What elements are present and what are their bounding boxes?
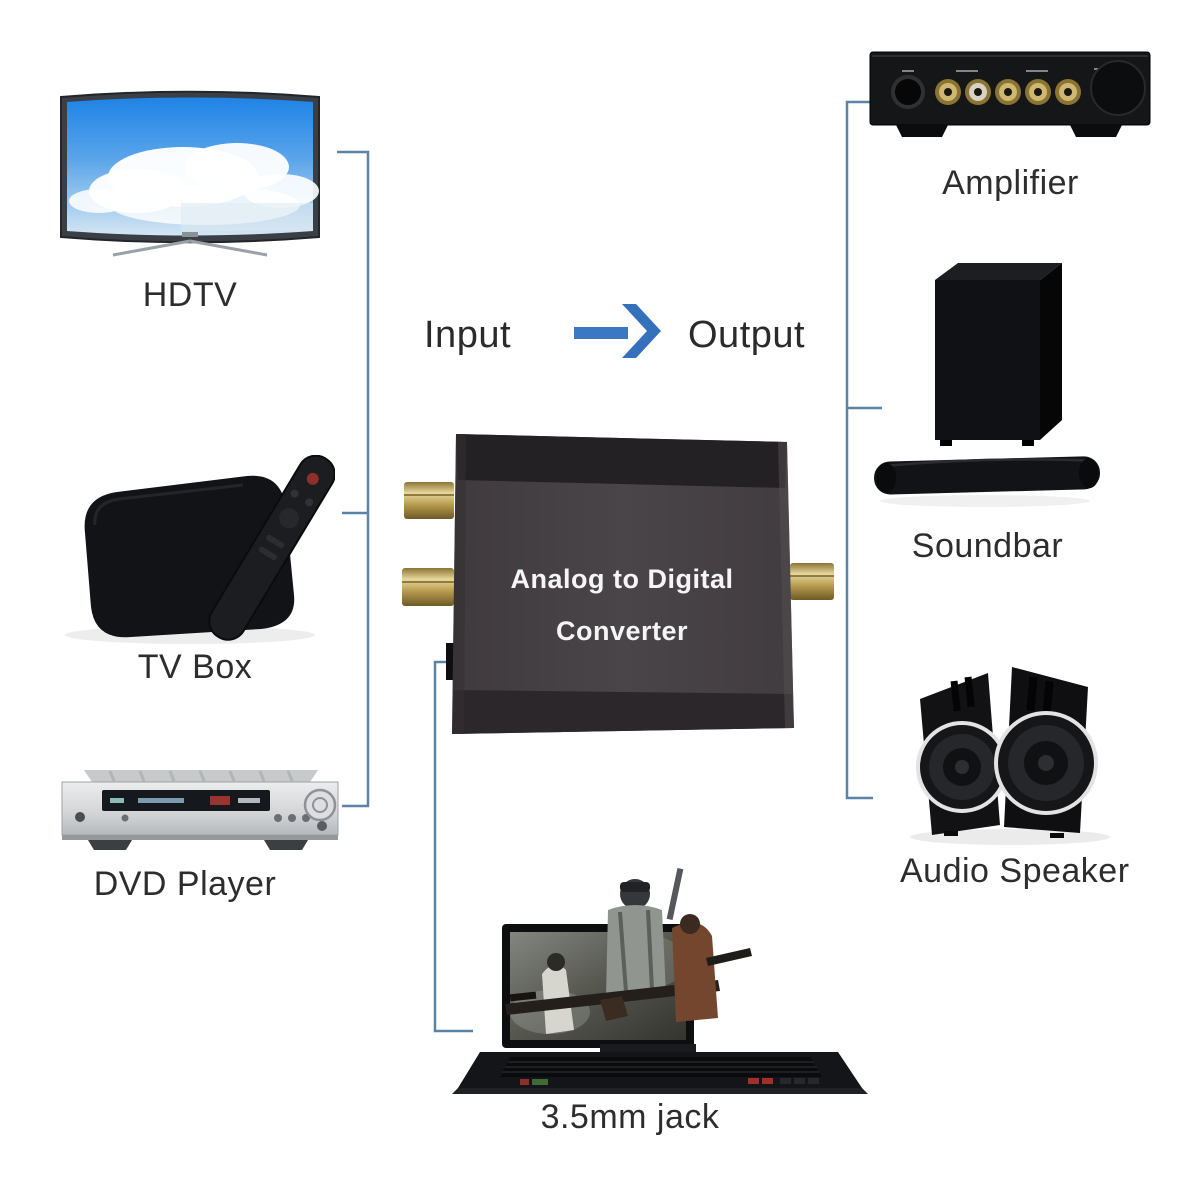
converter-device-icon: Analog to Digital Converter: [402, 434, 834, 734]
hdtv-dvd-connection-line: [337, 150, 370, 808]
tv-box-label: TV Box: [137, 648, 253, 686]
dvd-player-icon: [61, 770, 339, 850]
arrow-right-icon: [574, 304, 661, 358]
output-heading: Output: [688, 314, 806, 356]
soundbar-icon: [874, 263, 1100, 507]
converter-title-line1: Analog to Digital: [511, 564, 734, 594]
aux-jack-label: 3.5mm jack: [540, 1098, 720, 1136]
input-heading: Input: [424, 314, 512, 356]
amplifier-icon: [869, 51, 1151, 137]
amplifier-label: Amplifier: [942, 164, 1079, 202]
audio-speaker-icon: [910, 667, 1110, 845]
soundbar-label: Soundbar: [911, 527, 1064, 565]
audio-speaker-label: Audio Speaker: [900, 852, 1130, 890]
amplifier-speaker-connection-line: [845, 100, 875, 800]
laptop-game-icon: [452, 867, 868, 1094]
dvd-player-label: DVD Player: [93, 865, 277, 903]
hdtv-icon: [60, 90, 320, 257]
tv-box-icon: [65, 455, 335, 644]
hdtv-label: HDTV: [142, 276, 238, 314]
jack-connection-line: [433, 660, 473, 1033]
converter-title-line2: Converter: [556, 616, 688, 646]
